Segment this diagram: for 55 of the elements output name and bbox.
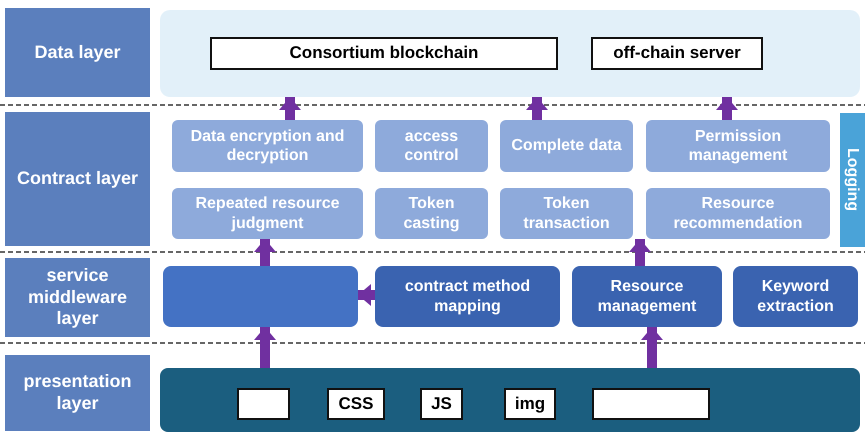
middleware-box	[163, 266, 358, 327]
module-box	[646, 120, 830, 172]
arrow	[279, 97, 301, 120]
node-text: service middleware layer	[26, 265, 128, 330]
arrow	[526, 97, 548, 120]
layer-label	[5, 112, 150, 246]
node-text: off-chain server	[613, 43, 741, 64]
node-text: Contract layer	[16, 168, 138, 190]
node-text: JS	[431, 394, 452, 414]
module-box	[172, 188, 363, 239]
layer-label	[5, 8, 150, 97]
node-text: Token casting	[402, 194, 460, 233]
node-text: Repeated resource judgment	[194, 194, 341, 233]
component-box	[504, 388, 556, 420]
arrow	[716, 97, 738, 120]
node-text: Data layer	[34, 42, 121, 64]
module-box	[646, 188, 830, 239]
module-box	[375, 120, 488, 172]
node-text: Consortium blockchain	[290, 43, 478, 64]
component-box	[591, 37, 763, 70]
node-text: contract method mapping	[404, 277, 532, 316]
component-box	[327, 388, 385, 420]
component-box	[420, 388, 463, 420]
node-text: img	[514, 394, 546, 414]
layer-panel	[160, 10, 860, 97]
node-text: Logging	[843, 148, 862, 212]
middleware-box	[572, 266, 722, 327]
node-text: Resource management	[596, 277, 698, 316]
layer-panel	[160, 368, 860, 432]
module-box	[172, 120, 363, 172]
node-text: Keyword extraction	[756, 277, 835, 316]
arrow	[629, 239, 651, 266]
module-box	[375, 188, 488, 239]
layer-label	[5, 258, 150, 337]
logging-bar	[840, 113, 865, 247]
layer-label	[5, 355, 150, 431]
component-box	[237, 388, 290, 420]
node-text: Token transaction	[522, 194, 611, 233]
node-text: Complete data	[511, 136, 622, 156]
arrow	[254, 327, 276, 368]
arrow	[358, 284, 375, 306]
arrow	[641, 327, 663, 368]
component-box	[592, 388, 710, 420]
component-box	[210, 37, 558, 70]
node-text: Data encryption and decryption	[190, 126, 346, 166]
middleware-box	[375, 266, 560, 327]
node-text: access control	[403, 126, 460, 166]
middleware-box	[733, 266, 858, 327]
node-text: Resource recommendation	[672, 194, 804, 233]
node-text: Permission management	[688, 126, 788, 166]
module-box	[500, 120, 633, 172]
node-text: CSS	[338, 394, 374, 414]
node-text: presentation layer	[22, 371, 133, 415]
arrow	[254, 239, 276, 266]
module-box	[500, 188, 633, 239]
